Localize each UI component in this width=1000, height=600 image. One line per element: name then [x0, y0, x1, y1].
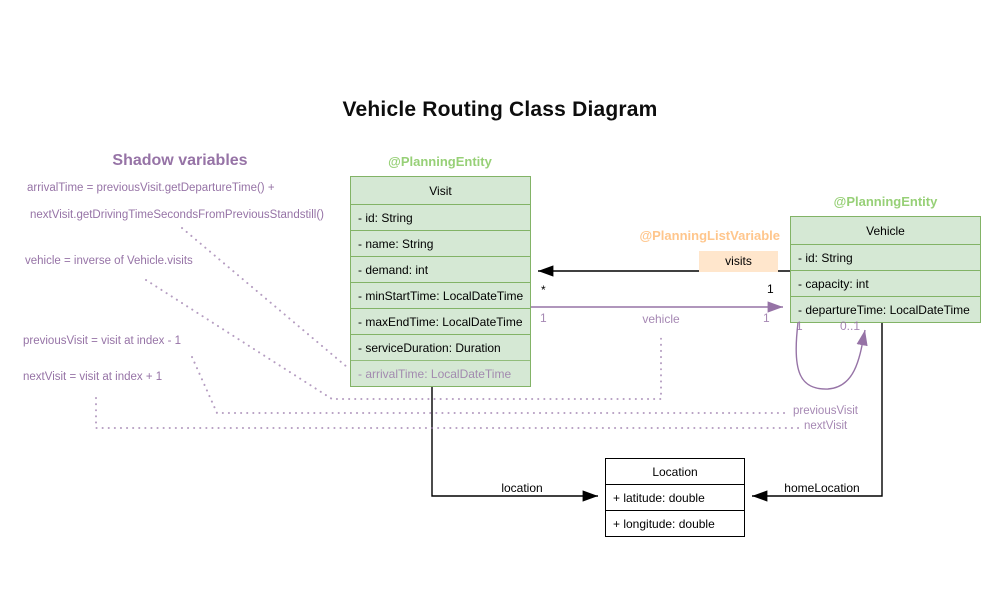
visit-attr-minstarttime: - minStartTime: LocalDateTime	[351, 282, 530, 308]
location-attr-longitude: + longitude: double	[606, 510, 744, 536]
class-box-location: Location + latitude: double + longitude:…	[605, 458, 745, 537]
visits-multiplicity-star: *	[541, 283, 546, 297]
vehicle-class-name: Vehicle	[866, 223, 905, 238]
vehicle-multiplicity-left: 1	[540, 311, 547, 325]
location-association-arrow	[431, 386, 598, 502]
vehicle-attr-departuretime: - departureTime: LocalDateTime	[791, 296, 980, 322]
shadow-line-arrivaltime-1: arrivalTime = previousVisit.getDeparture…	[27, 182, 275, 194]
visit-attr-id: - id: String	[351, 204, 530, 230]
location-edge-label: location	[501, 481, 543, 495]
loop-label-nextvisit: nextVisit	[804, 420, 848, 432]
visit-attr-demand: - demand: int	[351, 256, 530, 282]
visits-multiplicity-one: 1	[767, 282, 774, 296]
vehicle-stereotype: @PlanningEntity	[833, 194, 938, 209]
shadow-line-previousvisit: previousVisit = visit at index - 1	[23, 335, 181, 347]
class-box-visit: Visit - id: String - name: String - dema…	[350, 176, 531, 387]
visit-attr-maxendtime: - maxEndTime: LocalDateTime	[351, 308, 530, 334]
shadow-line-nextvisit: nextVisit = visit at index + 1	[23, 371, 163, 383]
loop-label-previousvisit: previousVisit	[793, 405, 858, 417]
shadow-line-vehicle: vehicle = inverse of Vehicle.visits	[25, 255, 193, 267]
shadow-variables-heading: Shadow variables	[112, 152, 248, 169]
home-location-edge-label: homeLocation	[784, 481, 860, 495]
visits-edge-label: visits	[699, 251, 778, 272]
loop-multiplicity-one: 1	[796, 319, 803, 333]
vehicle-attr-id: - id: String	[791, 244, 980, 270]
visit-class-name: Visit	[429, 183, 452, 198]
visit-attr-arrivaltime: - arrivalTime: LocalDateTime	[351, 360, 530, 386]
dotted-link-arrivaltime	[181, 227, 348, 368]
vehicle-attr-capacity: - capacity: int	[791, 270, 980, 296]
dotted-link-nextvisit	[95, 397, 800, 429]
loop-multiplicity-zero-one: 0..1	[840, 319, 861, 333]
vehicle-multiplicity-right: 1	[763, 311, 770, 325]
location-class-name: Location	[652, 464, 698, 479]
vehicle-edge-label: vehicle	[642, 312, 680, 326]
visit-attr-name: - name: String	[351, 230, 530, 256]
diagram-title: Vehicle Routing Class Diagram	[342, 98, 658, 121]
location-attr-latitude: + latitude: double	[606, 484, 744, 510]
visit-stereotype: @PlanningEntity	[388, 154, 492, 169]
shadow-line-arrivaltime-2: nextVisit.getDrivingTimeSecondsFromPrevi…	[30, 209, 324, 221]
class-box-vehicle: Vehicle - id: String - capacity: int - d…	[790, 216, 981, 323]
visit-attr-serviceduration: - serviceDuration: Duration	[351, 334, 530, 360]
planning-list-variable-annotation: @PlanningListVariable	[639, 228, 780, 243]
